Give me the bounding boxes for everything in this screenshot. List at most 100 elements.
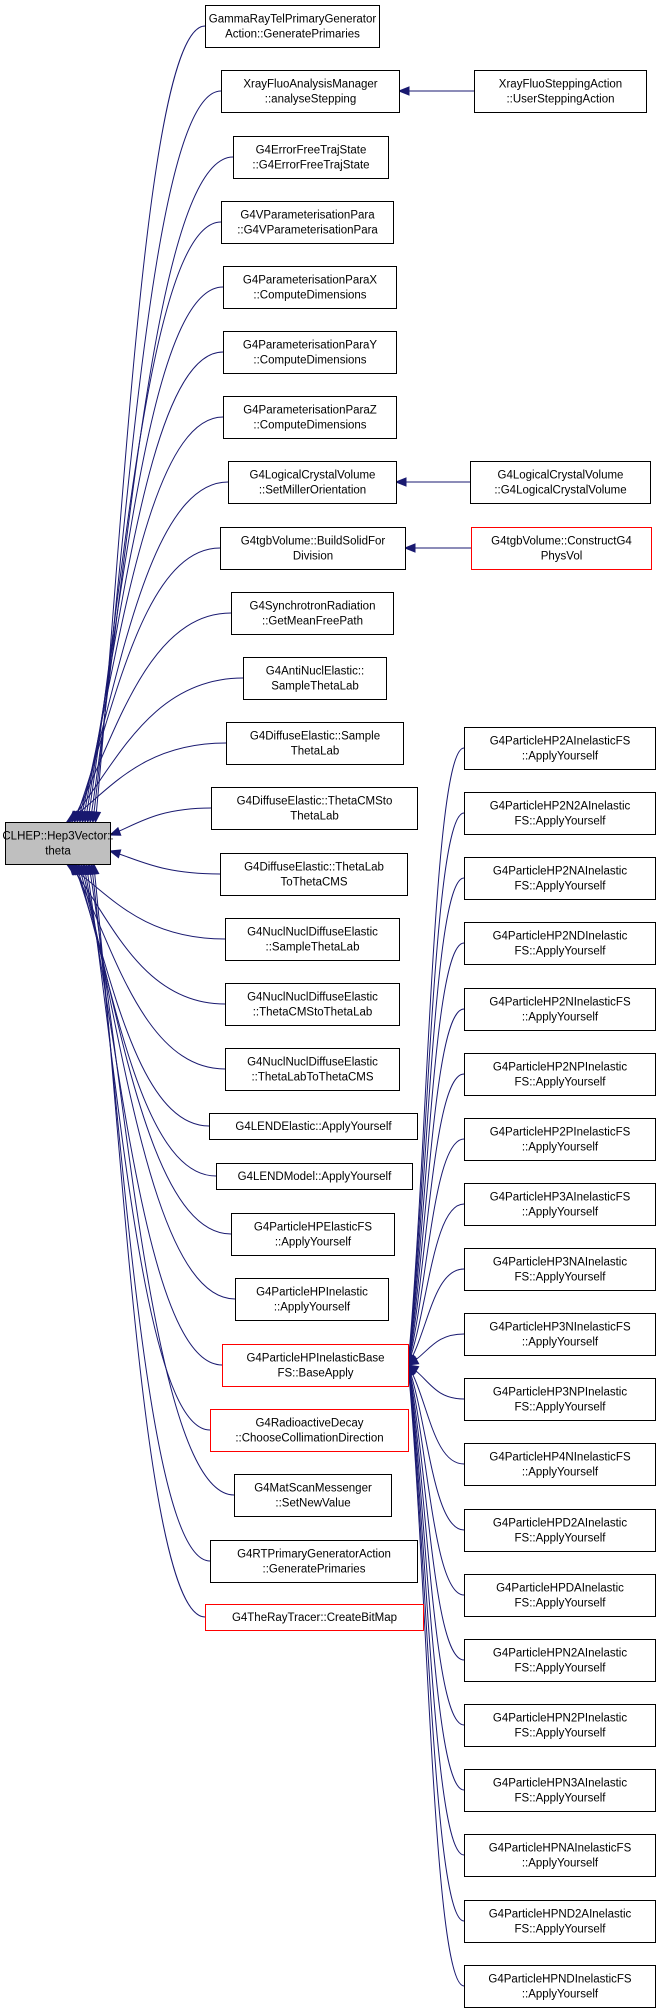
node-box	[464, 1118, 656, 1161]
node-g4particlehpnd2ainelastic-fs-applyyourself[interactable]: G4ParticleHPND2AInelasticFS::ApplyYourse…	[464, 1900, 656, 1943]
node-g4particlehpinelastic-applyyourself[interactable]: G4ParticleHPInelastic::ApplyYourself	[235, 1278, 389, 1321]
edge-p9-to-n22	[407, 1268, 465, 1366]
node-label-line: ::analyseStepping	[265, 94, 356, 106]
node-g4parameterisationparaz-computedimensions[interactable]: G4ParameterisationParaZ::ComputeDimensio…	[223, 396, 397, 439]
node-g4particlehp3ainelasticfs-applyyourself[interactable]: G4ParticleHP3AInelasticFS::ApplyYourself	[464, 1183, 656, 1226]
node-g4vparameterisationpara-g4vparameterisationpara[interactable]: G4VParameterisationPara::G4VParameterisa…	[221, 201, 394, 244]
node-g4particlehp3ninelasticfs-applyyourself[interactable]: G4ParticleHP3NInelasticFS::ApplyYourself	[464, 1313, 656, 1356]
node-box	[220, 853, 408, 896]
node-label-line: SampleThetaLab	[271, 681, 359, 693]
node-g4logicalcrystalvolume-setmillerorientation[interactable]: G4LogicalCrystalVolume::SetMillerOrienta…	[228, 461, 397, 504]
node-box	[222, 1344, 409, 1387]
edge-n3-to-root	[89, 156, 234, 823]
edge-p6-to-n22	[407, 1073, 465, 1366]
node-label-line: ::GetMeanFreePath	[262, 616, 363, 628]
node-label-line: G4TheRayTracer::CreateBitMap	[232, 1612, 397, 1624]
node-g4diffuseelastic-thetalab-tothetacms[interactable]: G4DiffuseElastic::ThetaLabToThetaCMS	[220, 853, 408, 896]
edge-n24-to-root	[88, 863, 235, 1496]
node-g4diffuseelastic-thetacmsto-thetalab[interactable]: G4DiffuseElastic::ThetaCMStoThetaLab	[211, 787, 418, 830]
node-label-line: ::ThetaLabToThetaCMS	[251, 1072, 373, 1084]
node-g4particlehp4ninelasticfs-applyyourself[interactable]: G4ParticleHP4NInelasticFS::ApplyYourself	[464, 1443, 656, 1486]
node-g4particlehpn2pinelastic-fs-applyyourself[interactable]: G4ParticleHPN2PInelasticFS::ApplyYoursel…	[464, 1704, 656, 1747]
node-g4matscanmessenger-setnewvalue[interactable]: G4MatScanMessenger::SetNewValue	[234, 1474, 392, 1517]
node-g4synchrotronradiation-getmeanfreepath[interactable]: G4SynchrotronRadiation::GetMeanFreePath	[231, 592, 394, 635]
node-label-line: ::G4ErrorFreeTrajState	[252, 160, 369, 172]
node-g4theraytracer-createbitmap[interactable]: G4TheRayTracer::CreateBitMap	[205, 1604, 424, 1631]
node-g4particlehp2ndinelastic-fs-applyyourself[interactable]: G4ParticleHP2NDInelasticFS::ApplyYoursel…	[464, 922, 656, 965]
node-label-line: G4ParticleHP3AInelasticFS	[490, 1192, 631, 1204]
edge-p2-to-n22	[407, 812, 465, 1366]
node-label-line: G4tgbVolume::BuildSolidFor	[241, 536, 386, 548]
node-label-line: G4RTPrimaryGeneratorAction	[237, 1549, 391, 1561]
node-g4particlehpelasticfs-applyyourself[interactable]: G4ParticleHPElasticFS::ApplyYourself	[231, 1213, 395, 1256]
node-g4particlehp3npinelastic-fs-applyyourself[interactable]: G4ParticleHP3NPInelasticFS::ApplyYoursel…	[464, 1378, 656, 1421]
node-label-line: G4LogicalCrystalVolume	[498, 470, 624, 482]
node-xrayfluoanalysismanager-analysestepping[interactable]: XrayFluoAnalysisManager::analyseStepping	[221, 70, 400, 113]
node-label-line: ::SetNewValue	[275, 1498, 350, 1510]
node-box	[225, 983, 400, 1026]
node-label-line: ::GeneratePrimaries	[263, 1564, 366, 1576]
node-g4lendelastic-applyyourself[interactable]: G4LENDElastic::ApplyYourself	[209, 1113, 418, 1140]
node-clhep-hep3vector-theta[interactable]: CLHEP::Hep3Vector::theta	[2, 822, 114, 865]
edge-p3-to-n22	[407, 877, 465, 1366]
arrowhead-n12	[65, 812, 79, 823]
node-g4particlehp2ainelasticfs-applyyourself[interactable]: G4ParticleHP2AInelasticFS::ApplyYourself	[464, 727, 656, 770]
node-g4particlehpn2ainelastic-fs-applyyourself[interactable]: G4ParticleHPN2AInelasticFS::ApplyYoursel…	[464, 1639, 656, 1682]
node-g4logicalcrystalvolume-g4logicalcrystalvolume[interactable]: G4LogicalCrystalVolume::G4LogicalCrystal…	[470, 461, 651, 504]
node-label-line: FS::ApplyYourself	[515, 1598, 607, 1610]
node-box	[228, 461, 397, 504]
node-g4particlehp2nainelastic-fs-applyyourself[interactable]: G4ParticleHP2NAInelasticFS::ApplyYoursel…	[464, 857, 656, 900]
node-g4particlehp2pinelasticfs-applyyourself[interactable]: G4ParticleHP2PInelasticFS::ApplyYourself	[464, 1118, 656, 1161]
node-box	[464, 1509, 656, 1552]
edge-n7-to-root	[79, 416, 224, 823]
node-box	[223, 396, 397, 439]
node-box	[233, 136, 389, 179]
node-box	[464, 988, 656, 1031]
node-g4particlehpd2ainelastic-fs-applyyourself[interactable]: G4ParticleHPD2AInelasticFS::ApplyYoursel…	[464, 1509, 656, 1552]
node-g4particlehp2n2ainelastic-fs-applyyourself[interactable]: G4ParticleHP2N2AInelasticFS::ApplyYourse…	[464, 792, 656, 835]
node-g4lendmodel-applyyourself[interactable]: G4LENDModel::ApplyYourself	[216, 1163, 413, 1190]
node-g4radioactivedecay-choosecollimationdirection[interactable]: G4RadioactiveDecay::ChooseCollimationDir…	[210, 1409, 409, 1452]
node-gammaraytelprimarygenerator-action-generateprimaries[interactable]: GammaRayTelPrimaryGeneratorAction::Gener…	[205, 5, 380, 48]
edge-n26-to-root	[93, 863, 206, 1618]
node-g4parameterisationparay-computedimensions[interactable]: G4ParameterisationParaY::ComputeDimensio…	[223, 331, 397, 374]
node-g4particlehp3nainelastic-fs-applyyourself[interactable]: G4ParticleHP3NAInelasticFS::ApplyYoursel…	[464, 1248, 656, 1291]
node-g4particlehpndinelasticfs-applyyourself[interactable]: G4ParticleHPNDInelasticFS::ApplyYourself	[464, 1965, 656, 2008]
node-label-line: ::ApplyYourself	[522, 1858, 599, 1870]
node-g4parameterisationparax-computedimensions[interactable]: G4ParameterisationParaX::ComputeDimensio…	[223, 266, 397, 309]
node-g4nuclnucldiffuseelastic-thetalabtothetacms[interactable]: G4NuclNuclDiffuseElastic::ThetaLabToThet…	[225, 1048, 400, 1091]
node-box	[231, 592, 394, 635]
node-g4particlehp2npinelastic-fs-applyyourself[interactable]: G4ParticleHP2NPInelasticFS::ApplyYoursel…	[464, 1053, 656, 1096]
node-box	[223, 266, 397, 309]
node-label-line: G4ParticleHP2AInelasticFS	[490, 736, 631, 748]
node-label-line: G4ParticleHPInelastic	[256, 1287, 368, 1299]
edge-n18-to-root	[73, 863, 210, 1127]
node-label-line: GammaRayTelPrimaryGenerator	[209, 14, 377, 26]
node-g4nuclnucldiffuseelastic-samplethetalab[interactable]: G4NuclNuclDiffuseElastic::SampleThetaLab	[225, 918, 400, 961]
node-label-line: G4NuclNuclDiffuseElastic	[247, 1057, 378, 1069]
node-g4rtprimarygeneratoraction-generateprimaries[interactable]: G4RTPrimaryGeneratorAction::GeneratePrim…	[210, 1540, 418, 1583]
node-g4errorfreetrajstate-g4errorfreetrajstate[interactable]: G4ErrorFreeTrajState::G4ErrorFreeTrajSta…	[233, 136, 389, 179]
node-label-line: CLHEP::Hep3Vector::	[2, 831, 113, 843]
node-g4particlehpn3ainelastic-fs-applyyourself[interactable]: G4ParticleHPN3AInelasticFS::ApplyYoursel…	[464, 1769, 656, 1812]
node-label-line: G4ParticleHP2PInelasticFS	[490, 1127, 631, 1139]
node-label-line: ::ApplyYourself	[522, 751, 599, 763]
node-g4diffuseelastic-sample-thetalab[interactable]: G4DiffuseElastic::SampleThetaLab	[226, 722, 404, 765]
node-box	[474, 70, 647, 113]
node-label-line: G4DiffuseElastic::Sample	[250, 731, 380, 743]
node-g4antinuclelastic-samplethetalab[interactable]: G4AntiNuclElastic::SampleThetaLab	[243, 657, 387, 700]
node-box	[226, 722, 404, 765]
node-box	[464, 1443, 656, 1486]
edge-n22-to-root	[83, 863, 223, 1366]
node-g4particlehpnainelasticfs-applyyourself[interactable]: G4ParticleHPNAInelasticFS::ApplyYourself	[464, 1834, 656, 1877]
node-label-line: ::ComputeDimensions	[253, 355, 366, 367]
node-label-line: G4ParticleHP4NInelasticFS	[489, 1452, 631, 1464]
node-xrayfluosteppingaction-usersteppingaction[interactable]: XrayFluoSteppingAction::UserSteppingActi…	[474, 70, 647, 113]
node-g4particlehp2ninelasticfs-applyyourself[interactable]: G4ParticleHP2NInelasticFS::ApplyYourself	[464, 988, 656, 1031]
node-box	[225, 918, 400, 961]
node-g4nuclnucldiffuseelastic-thetacmstothetalab[interactable]: G4NuclNuclDiffuseElastic::ThetaCMStoThet…	[225, 983, 400, 1026]
